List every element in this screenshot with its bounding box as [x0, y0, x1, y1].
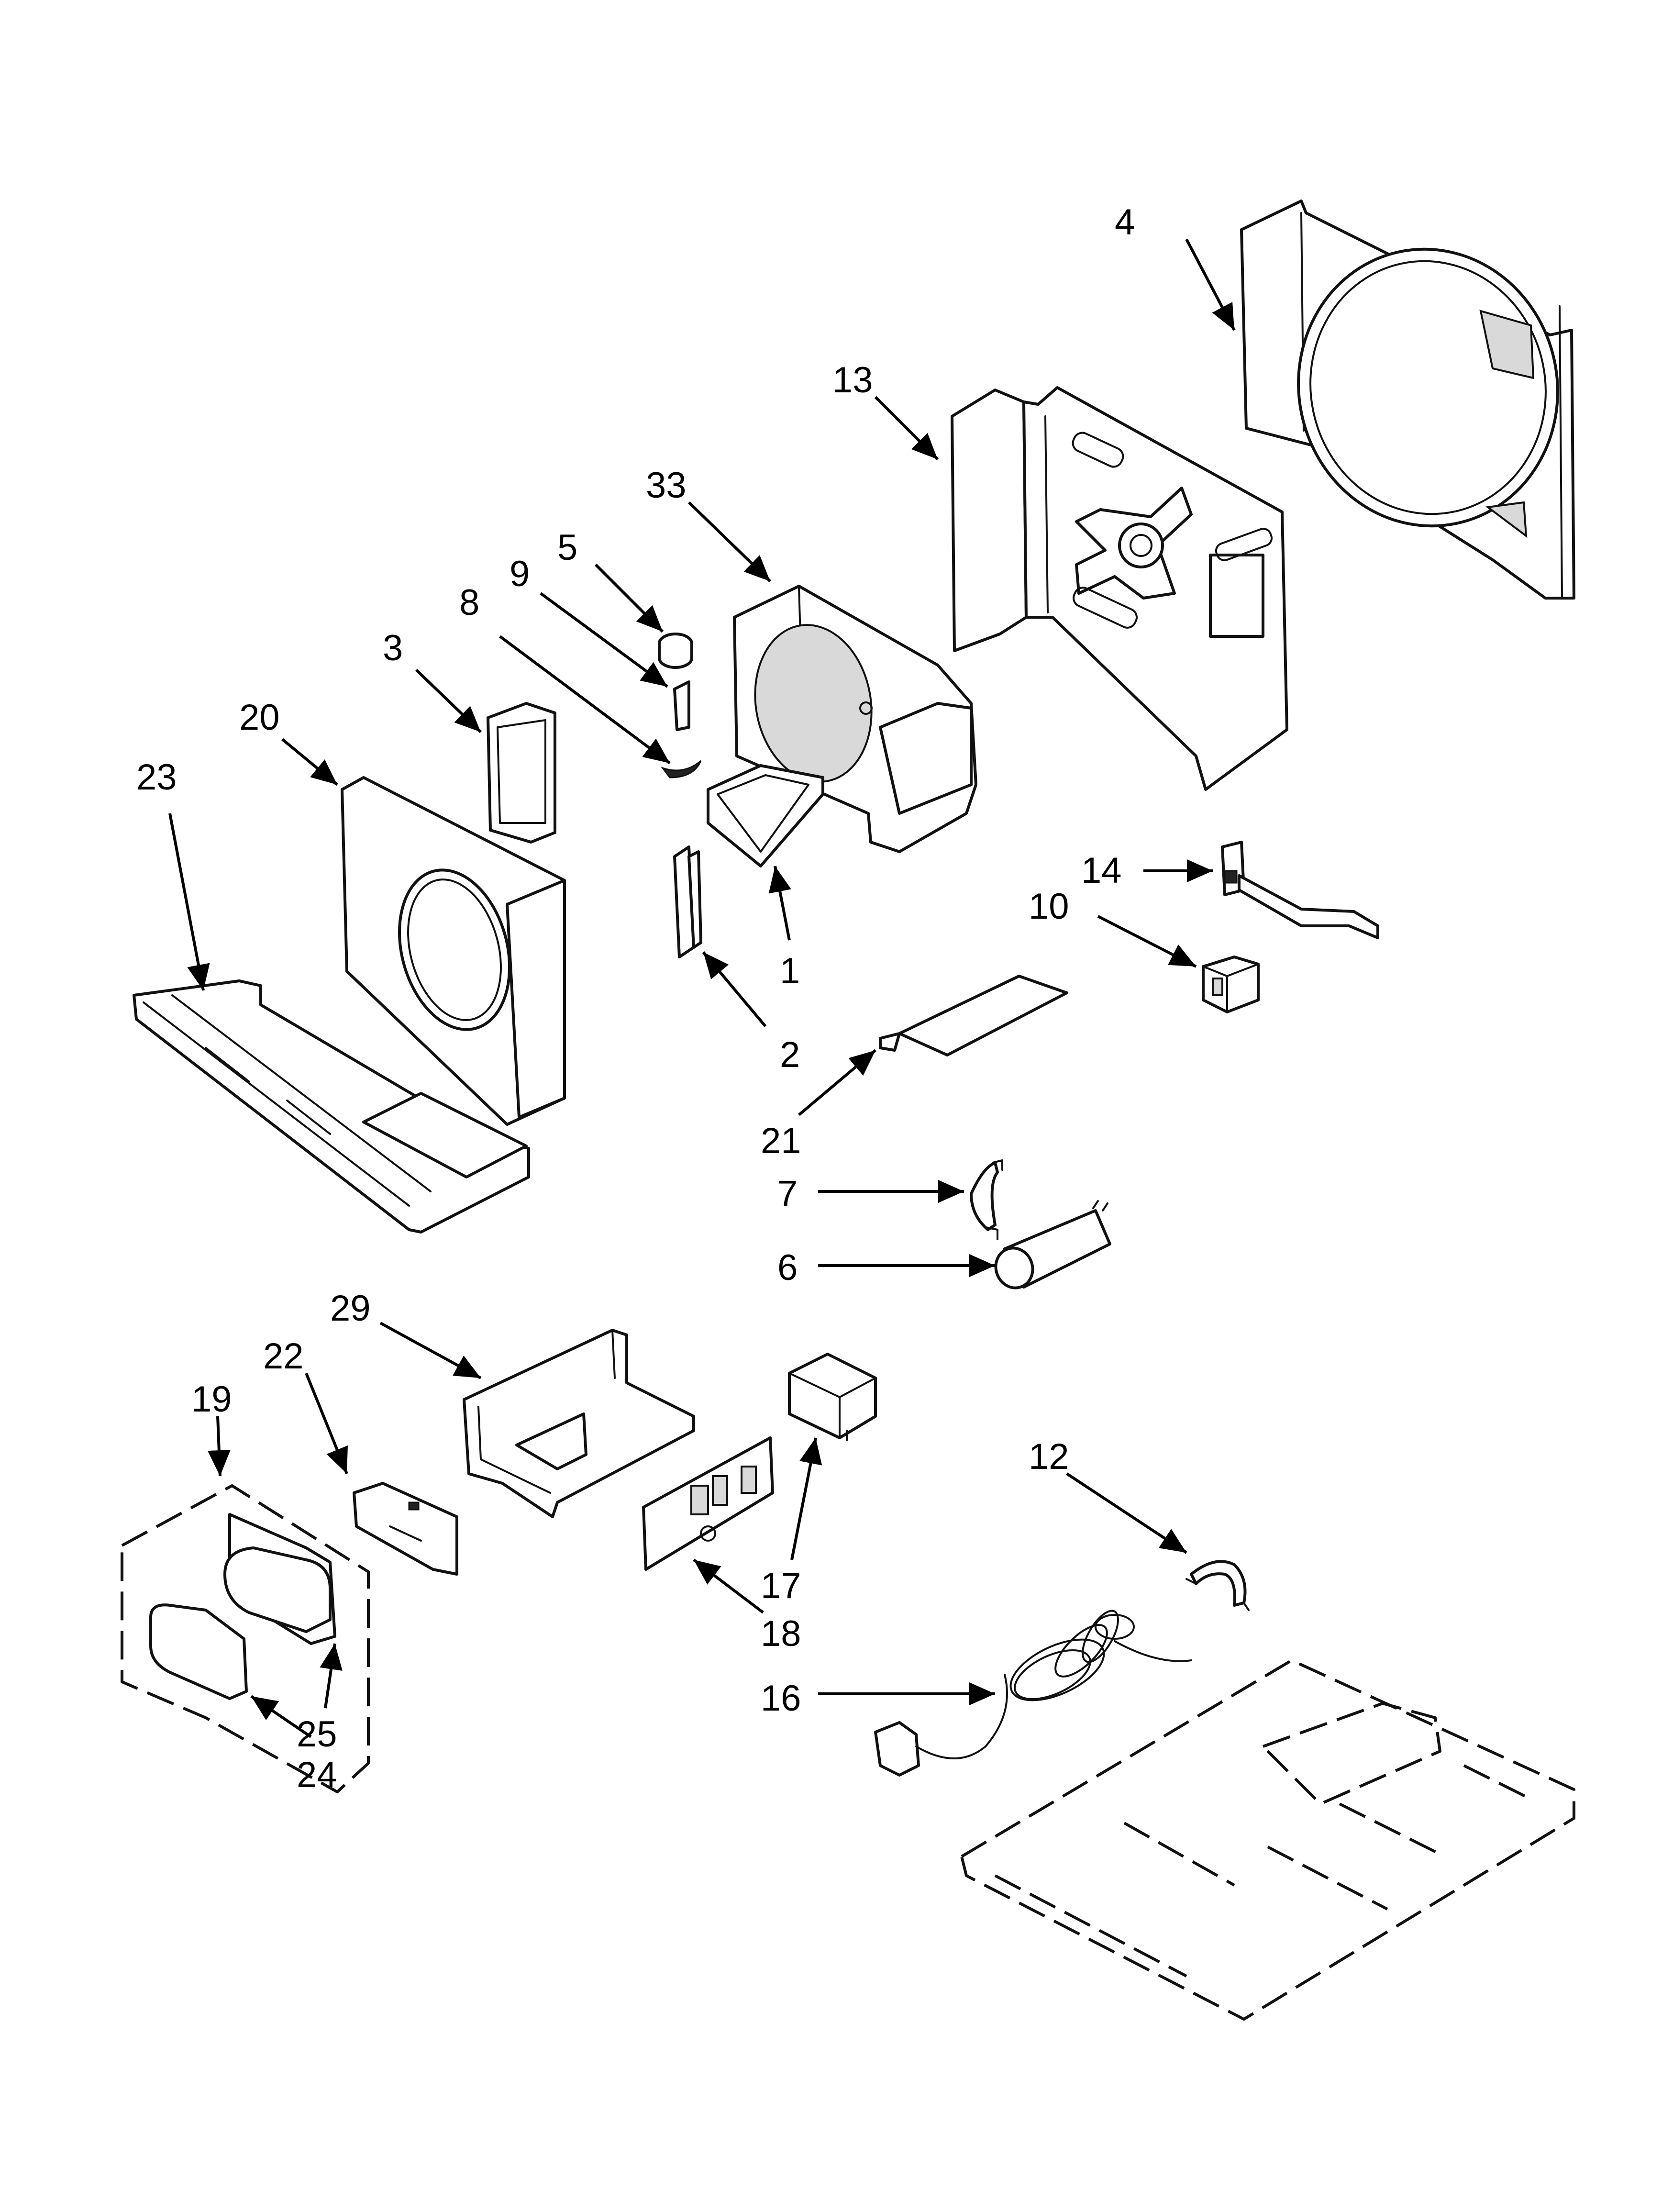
part-9-clip [673, 680, 690, 731]
part-8-spring [660, 760, 702, 778]
part-20-bulkhead [341, 776, 566, 1126]
callout-7: 7 [777, 1173, 798, 1214]
part-25-cover [223, 1513, 336, 1645]
callout-5: 5 [557, 527, 577, 568]
callout-22: 22 [263, 1336, 304, 1377]
callout-12: 12 [1029, 1436, 1069, 1477]
part-1-bracket [707, 764, 824, 867]
callout-4: 4 [1115, 202, 1135, 243]
callout-18: 18 [761, 1613, 801, 1654]
callout-24: 24 [297, 1755, 337, 1795]
callout-20: 20 [239, 697, 280, 738]
part-21-insulation [879, 975, 1068, 1056]
part-6-capacitor [994, 1200, 1111, 1289]
callout-25: 25 [297, 1714, 337, 1755]
part-13-motor-mount [951, 386, 1288, 791]
part-10-relay [1202, 956, 1260, 1013]
part-16-power-cord [874, 1610, 1192, 1777]
callout-19: 19 [191, 1379, 232, 1420]
callout-33: 33 [646, 465, 687, 506]
callout-3: 3 [383, 628, 403, 668]
callout-23: 23 [136, 757, 177, 798]
part-23-base-pan [133, 979, 530, 1234]
callout-13: 13 [832, 360, 873, 400]
part-33-blower-housing [733, 585, 977, 853]
callout-9: 9 [510, 554, 530, 594]
part-7-strap [970, 1159, 1003, 1240]
callout-1: 1 [780, 951, 800, 991]
part-12-clamp [1186, 1560, 1250, 1611]
callout-labels: 4 13 33 5 9 8 3 20 23 1 2 14 10 21 7 6 2… [136, 202, 1135, 1795]
callout-10: 10 [1029, 886, 1069, 927]
callout-2: 2 [780, 1034, 800, 1075]
callout-8: 8 [459, 582, 479, 623]
part-5-cap [658, 633, 693, 669]
part-4-shroud [1240, 200, 1575, 600]
part-22-plate [353, 1482, 458, 1576]
part-29-control-box [463, 1329, 695, 1518]
callout-17: 17 [761, 1566, 801, 1606]
part-18-circuit-board [642, 1436, 774, 1571]
part-2-strip [673, 845, 702, 958]
part-3-channel [487, 702, 556, 844]
leader-lines [168, 238, 1236, 1738]
base-outline-dashed [960, 1659, 1575, 2021]
callout-16: 16 [761, 1678, 801, 1719]
callout-6: 6 [777, 1247, 798, 1288]
part-19-group [121, 1484, 370, 1793]
callout-21: 21 [761, 1121, 801, 1161]
part-17-box [788, 1353, 877, 1441]
callout-14: 14 [1081, 850, 1122, 891]
part-24-filter [149, 1603, 248, 1700]
part-14-bracket [1221, 841, 1379, 939]
callout-29: 29 [330, 1288, 371, 1329]
